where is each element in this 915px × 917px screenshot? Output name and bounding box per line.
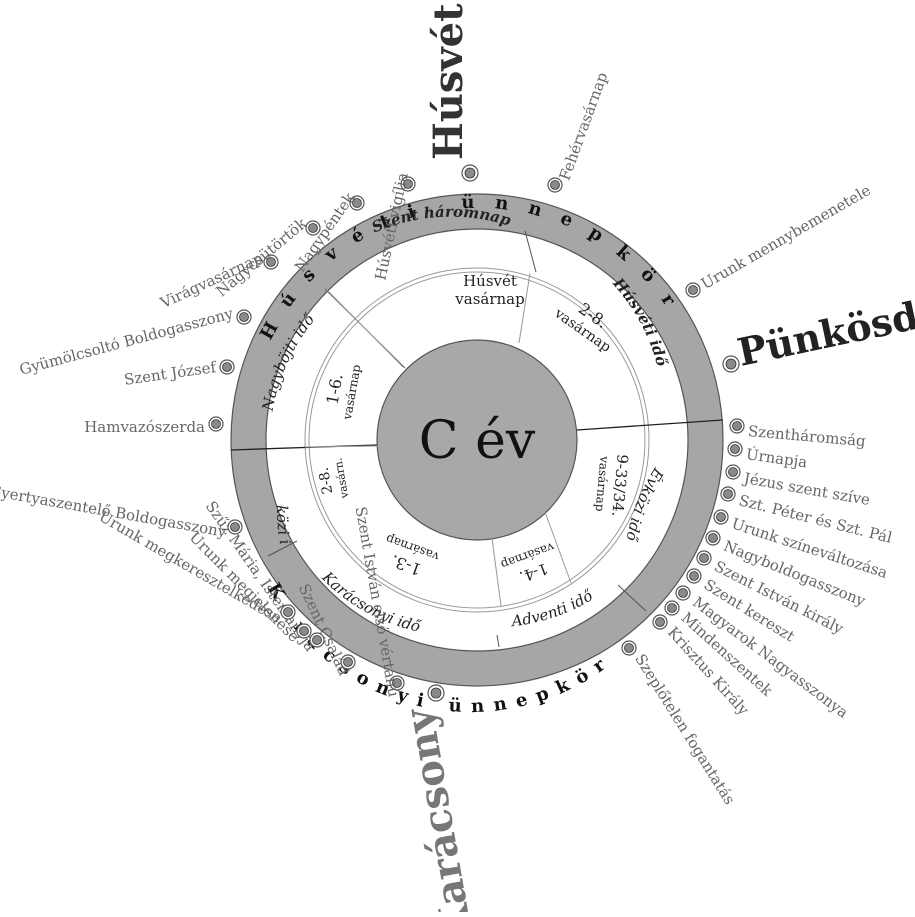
feast-marker-gyumolcs[interactable] [236, 309, 252, 325]
feast-marker-szenth[interactable] [729, 418, 745, 434]
feast-marker-urnap[interactable] [727, 441, 743, 457]
feast-label-jozsef: Szent József [123, 358, 219, 389]
ordinary-sundays-right-line2: vasárnap [593, 455, 612, 513]
feast-marker-peter[interactable] [720, 486, 736, 502]
feast-marker-pentek[interactable] [349, 195, 365, 211]
easter-sunday-line2: vasárnap [454, 290, 524, 308]
pentecost-label: Pünkösd [734, 293, 915, 375]
feast-marker-jozsef[interactable] [219, 359, 235, 375]
feast-label-menny: Urunk mennybemenetele [698, 181, 874, 293]
sunday-dividers [304, 272, 572, 607]
feast-marker-nagyb[interactable] [705, 530, 721, 546]
year-title: C év [419, 411, 536, 471]
feast-marker-virag[interactable] [263, 254, 279, 270]
feast-marker-hamvaz[interactable] [208, 416, 224, 432]
feast-marker-krisztus[interactable] [652, 614, 668, 630]
cycle-dividers [230, 419, 724, 451]
feast-marker-istvanv[interactable] [389, 675, 405, 691]
feast-marker-maria[interactable] [309, 632, 325, 648]
feast-marker-gyertya[interactable] [227, 519, 243, 535]
feast-marker-megker[interactable] [280, 604, 296, 620]
feast-marker-kereszt[interactable] [686, 568, 702, 584]
feast-marker-magyarok[interactable] [675, 585, 691, 601]
feast-marker-istvan[interactable] [696, 550, 712, 566]
feast-marker-megjel[interactable] [296, 623, 312, 639]
christmas-label: Karácsony [395, 704, 482, 912]
easter-label: Húsvét [425, 3, 472, 160]
feast-label-szenth: Szentháromság [747, 422, 867, 450]
sunday-ring [308, 271, 646, 609]
feast-label-hamvaz: Hamvazószerda [84, 418, 205, 436]
christmas-marker[interactable] [427, 684, 445, 702]
feast-marker-jezus[interactable] [725, 464, 741, 480]
center-disk [376, 339, 578, 541]
ordinary-sundays-right-line1: 9-33/34. [608, 453, 631, 517]
ordinary-sundays-left-line1: 2-8. [316, 466, 336, 495]
pentecost-marker[interactable] [722, 355, 740, 373]
feast-marker-minden[interactable] [664, 600, 680, 616]
feast-marker-csut[interactable] [305, 220, 321, 236]
easter-marker[interactable] [461, 164, 479, 182]
feast-marker-szinev[interactable] [713, 509, 729, 525]
feast-marker-feherv[interactable] [547, 177, 563, 193]
feast-marker-szeplo[interactable] [621, 640, 637, 656]
season-ring-inner-edge [304, 267, 650, 613]
feast-label-feherv: Fehérvasárnap [556, 70, 612, 183]
feast-label-urnap: Úrnapja [745, 445, 809, 471]
feast-marker-menny[interactable] [685, 282, 701, 298]
easter-sunday-line1: Húsvét [463, 272, 517, 290]
feast-marker-csalad[interactable] [340, 654, 356, 670]
feast-marker-vigilia[interactable] [400, 176, 416, 192]
